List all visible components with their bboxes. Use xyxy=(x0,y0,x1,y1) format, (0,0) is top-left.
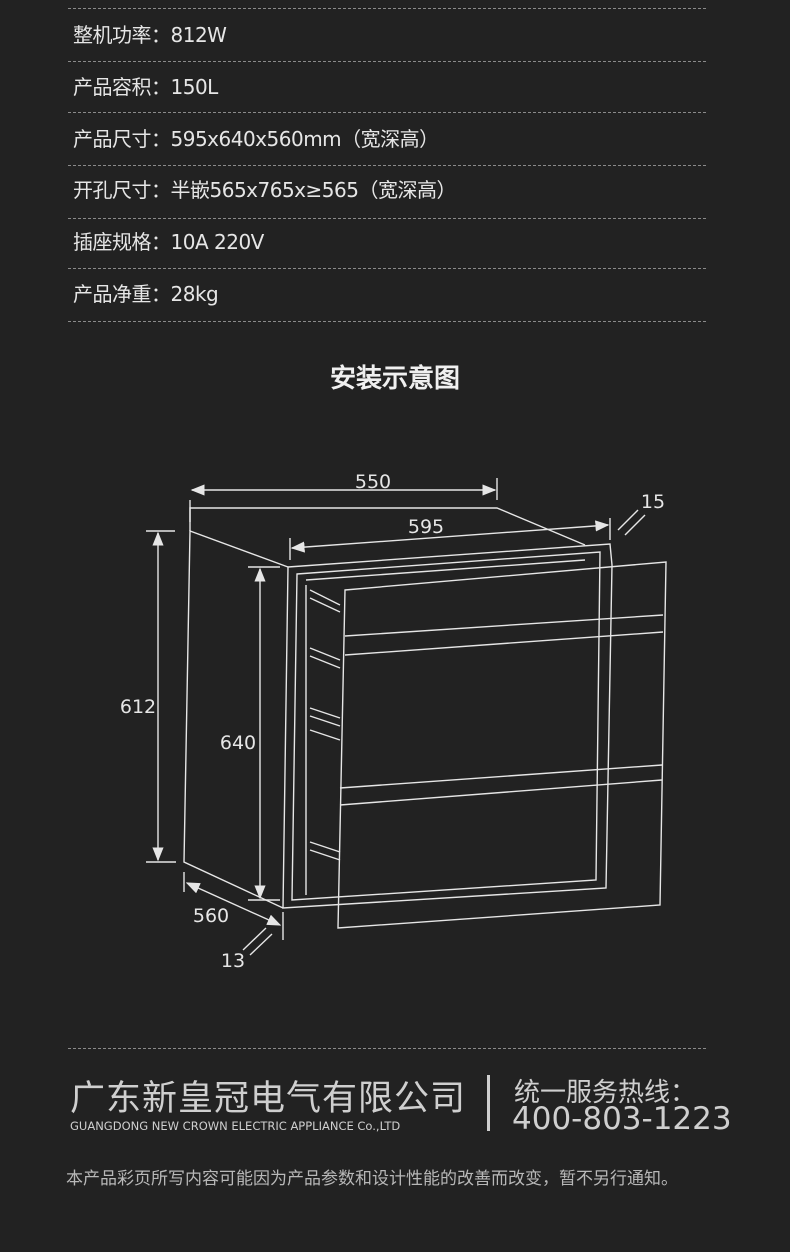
installation-diagram: 550 595 15 612 640 560 13 xyxy=(120,471,667,972)
spec-label: 整机功率： xyxy=(73,23,171,47)
spec-label: 产品净重： xyxy=(73,282,171,306)
spec-value: 595x640x560mm（宽深高） xyxy=(170,127,440,151)
hotline-label: 统一服务热线： xyxy=(514,1078,697,1108)
divider xyxy=(68,321,706,322)
disclaimer: 本产品彩页所写内容可能因为产品参数和设计性能的改善而改变，暂不另行通知。 xyxy=(66,1169,678,1189)
dim-label-15: 15 xyxy=(641,491,665,513)
spec-row-weight: 产品净重：28kg xyxy=(73,282,219,306)
company-name-en: GUANGDONG NEW CROWN ELECTRIC APPLIANCE C… xyxy=(70,1119,401,1133)
spec-label: 开孔尺寸： xyxy=(73,178,171,202)
hotline-number: 400-803-1223 xyxy=(512,1101,732,1137)
spec-value: 半嵌565x765x≥565（宽深高） xyxy=(170,178,457,202)
dim-label-595: 595 xyxy=(408,516,444,538)
divider xyxy=(68,112,706,113)
divider xyxy=(68,8,706,9)
spec-row-volume: 产品容积：150L xyxy=(73,75,218,99)
inner-racks xyxy=(305,585,341,895)
divider xyxy=(68,268,706,269)
front-frame xyxy=(282,543,613,909)
spec-row-size: 产品尺寸：595x640x560mm（宽深高） xyxy=(73,127,439,151)
spec-row-cutout: 开孔尺寸：半嵌565x765x≥565（宽深高） xyxy=(73,178,456,202)
spec-value: 150L xyxy=(170,75,219,99)
spec-value: 10A 220V xyxy=(170,230,265,254)
divider xyxy=(68,61,706,62)
spec-label: 插座规格： xyxy=(73,230,171,254)
dim-label-560: 560 xyxy=(193,905,229,927)
dim-label-612: 612 xyxy=(120,696,156,718)
spec-label: 产品容积： xyxy=(73,75,171,99)
company-name: 广东新皇冠电气有限公司 xyxy=(70,1079,467,1119)
spec-label: 产品尺寸： xyxy=(73,127,171,151)
diagram-title: 安装示意图 xyxy=(329,364,460,394)
spec-row-socket: 插座规格：10A 220V xyxy=(73,230,264,254)
footer-divider xyxy=(68,1048,706,1049)
vertical-divider xyxy=(487,1075,490,1131)
divider xyxy=(68,165,706,166)
dim-label-550: 550 xyxy=(355,471,391,493)
dim-label-13: 13 xyxy=(221,950,245,972)
drawer-door xyxy=(337,561,667,929)
divider xyxy=(68,218,706,219)
dimension-lines xyxy=(146,478,646,956)
dim-label-640: 640 xyxy=(220,732,256,754)
spec-value: 812W xyxy=(170,23,227,47)
spec-value: 28kg xyxy=(170,282,219,306)
spec-row-power: 整机功率：812W xyxy=(73,23,227,47)
